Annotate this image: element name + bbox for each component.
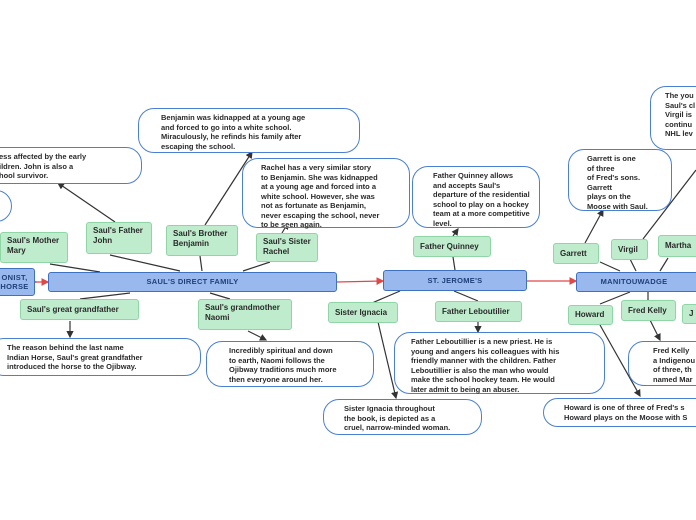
- note-john: ess affected by the early ildren. John i…: [0, 147, 142, 184]
- hub-manitouwadge[interactable]: MANITOUWADGE: [576, 272, 696, 292]
- topic-sauls-great-grandfather[interactable]: Saul's great grandfather: [20, 299, 139, 320]
- note-howard: Howard is one of three of Fred's s Howar…: [543, 398, 696, 427]
- topic-martha[interactable]: Martha: [658, 235, 696, 257]
- topic-sauls-grandmother-naomi[interactable]: Saul's grandmother Naomi: [198, 299, 292, 330]
- hub-sauls-direct-family[interactable]: SAUL'S DIRECT FAMILY: [48, 272, 337, 292]
- topic-fred-kelly[interactable]: Fred Kelly: [621, 300, 676, 321]
- note-father-leboutilier: Father Leboutillier is a new priest. He …: [394, 332, 605, 394]
- note-benjamin: Benjamin was kidnapped at a young age an…: [138, 108, 360, 153]
- note-virgil: The you Saul's cl Virgil is continu NHL …: [650, 86, 696, 150]
- topic-sauls-brother-benjamin[interactable]: Saul's Brother Benjamin: [166, 225, 238, 256]
- note-father-quinney: Father Quinney allows and accepts Saul's…: [412, 166, 540, 228]
- branch-connectors: [49, 150, 696, 400]
- topic-garrett[interactable]: Garrett: [553, 243, 599, 264]
- topic-sauls-father-john[interactable]: Saul's Father John: [86, 222, 152, 254]
- note-fred-kelly: Fred Kelly a Indigenou of three, th name…: [628, 341, 696, 386]
- note-sister-ignacia: Sister Ignacia throughout the book, is d…: [323, 399, 482, 435]
- topic-sauls-mother-mary[interactable]: Saul's Mother Mary: [0, 232, 68, 263]
- hub-protagonist[interactable]: ONIST, HORSE: [0, 268, 35, 296]
- note-rachel: Rachel has a very similar story to Benja…: [242, 158, 410, 229]
- topic-howard[interactable]: Howard: [568, 305, 613, 325]
- topic-father-quinney[interactable]: Father Quinney: [413, 236, 491, 257]
- topic-sister-ignacia[interactable]: Sister Ignacia: [328, 302, 398, 323]
- topic-j[interactable]: J: [682, 304, 696, 324]
- note-great-grandfather: The reason behind the last name Indian H…: [0, 338, 201, 376]
- note-garrett: Garrett is one of three of Fred's sons. …: [568, 149, 672, 211]
- topic-sauls-sister-rachel[interactable]: Saul's Sister Rachel: [256, 233, 318, 262]
- note-grandmother-naomi: Incredibly spiritual and down to earth, …: [206, 341, 374, 387]
- topic-father-leboutilier[interactable]: Father Leboutilier: [435, 301, 522, 322]
- topic-virgil[interactable]: Virgil: [611, 239, 648, 260]
- hub-connectors: [29, 277, 578, 287]
- hub-st-jeromes[interactable]: ST. JEROME'S: [383, 270, 527, 291]
